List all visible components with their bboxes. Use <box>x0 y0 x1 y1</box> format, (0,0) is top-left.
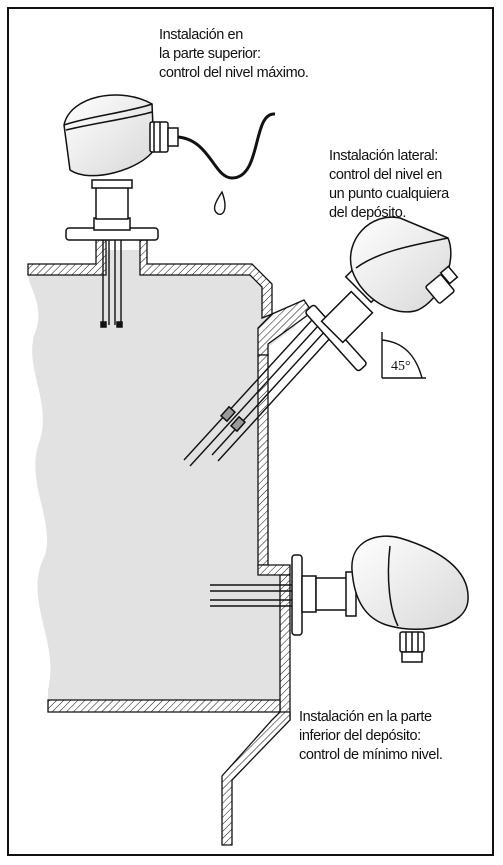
angle-label: 45° <box>391 359 411 374</box>
label-top-line3: control del nivel máximo. <box>159 65 309 81</box>
label-side-line3: un punto cualquiera <box>329 186 449 202</box>
tank-wall <box>27 239 313 846</box>
label-bottom-installation: Instalación en la parte inferior del dep… <box>299 708 443 765</box>
label-bottom-line1: Instalación en la parte <box>299 709 432 725</box>
label-side-installation: Instalación lateral: control del nivel e… <box>329 147 449 223</box>
label-bottom-line2: inferior del depósito: <box>299 728 421 744</box>
top-sensor <box>63 94 276 328</box>
label-bottom-line3: control de mínimo nivel. <box>299 747 443 763</box>
label-top-line1: Instalación en <box>159 27 243 43</box>
label-side-line4: del depósito. <box>329 205 407 221</box>
label-top-installation: Instalación en la parte superior: contro… <box>159 26 309 83</box>
side-sensor <box>183 216 459 467</box>
label-side-line2: control del nivel en <box>329 167 442 183</box>
label-side-line1: Instalación lateral: <box>329 148 438 164</box>
bottom-sensor <box>210 535 469 663</box>
angle-marker <box>381 332 426 379</box>
label-top-line2: la parte superior: <box>159 46 261 62</box>
tank-liquid <box>28 250 296 700</box>
